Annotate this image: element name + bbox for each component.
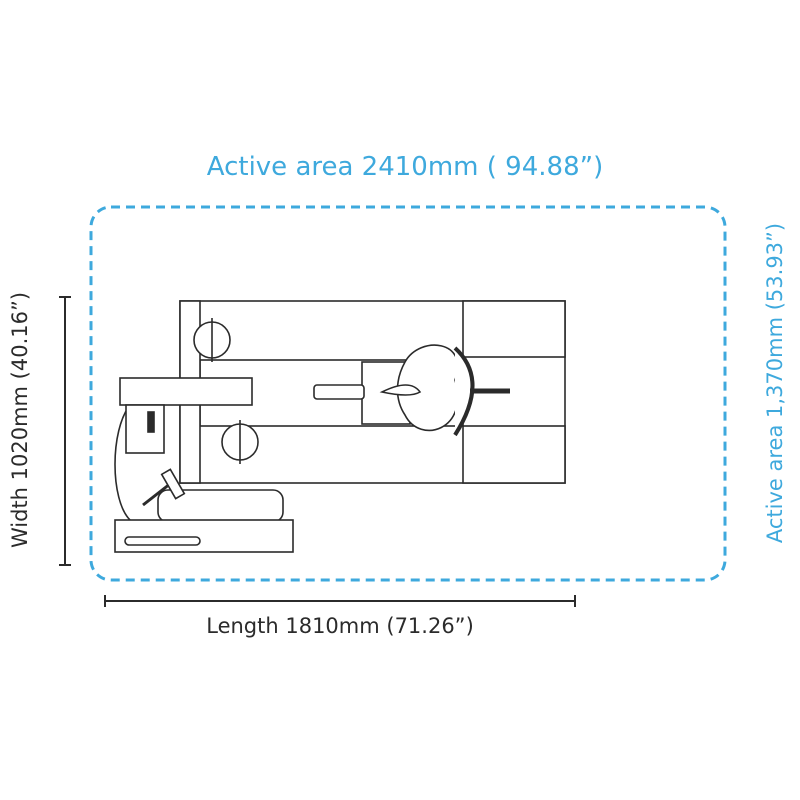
width-label: Width 1020mm (40.16”)	[8, 291, 32, 549]
rowing-machine	[114, 300, 566, 553]
active-area-width-label: Active area 1,370mm (53.93”)	[763, 222, 787, 544]
width-dimension-line	[59, 296, 71, 566]
active-area-length-label: Active area 2410mm ( 94.88”)	[206, 152, 604, 182]
length-label: Length 1810mm (71.26”)	[206, 614, 474, 638]
length-dimension-line	[104, 595, 576, 607]
